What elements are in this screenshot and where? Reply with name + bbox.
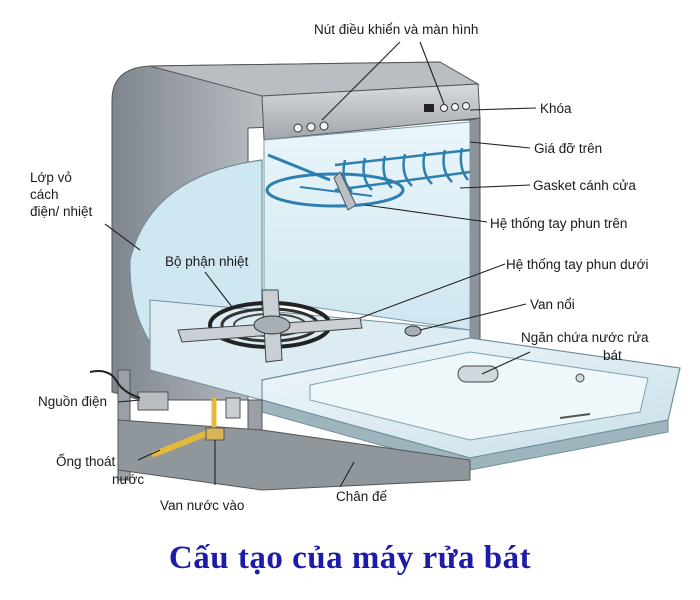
label-base: Chân đế: [336, 489, 388, 504]
leader-lines: [104, 41, 537, 488]
door: [261, 337, 681, 471]
label-water-inlet: Van nước vào: [160, 498, 244, 513]
labels: Nút điều khiển và màn hình Khóa Giá đỡ t…: [30, 22, 649, 513]
label-lower-spray-arm: Hệ thống tay phun dưới: [506, 257, 648, 272]
label-door-gasket: Gasket cánh cửa: [533, 178, 636, 193]
label-detergent-line2: bát: [603, 348, 622, 363]
lower-spray-arm: [177, 289, 363, 363]
label-lock: Khóa: [540, 101, 572, 116]
label-insulation-line2: cách: [30, 187, 59, 202]
upper-spray-arm: [333, 171, 357, 211]
label-upper-rack: Giá đỡ trên: [534, 141, 602, 156]
label-drain-pipe-line2: nước: [112, 472, 144, 487]
label-power-source: Nguồn điện: [38, 394, 107, 409]
label-controls: Nút điều khiển và màn hình: [314, 22, 478, 37]
label-drain-pipe-line1: Ống thoát: [56, 454, 116, 469]
label-insulation-line1: Lớp vỏ: [30, 170, 72, 185]
panel-button: [306, 122, 316, 132]
diagram-title: Cấu tạo của máy rửa bát: [168, 540, 532, 576]
label-detergent-line1: Ngăn chứa nước rửa: [521, 330, 649, 345]
label-float-valve: Van nổi: [530, 297, 575, 312]
detergent-compartment: [457, 365, 499, 383]
display-screen: [424, 104, 434, 112]
upper-rack: [265, 147, 471, 211]
label-heating-element: Bộ phận nhiệt: [165, 254, 249, 269]
label-insulation-line3: điện/ nhiệt: [30, 204, 93, 219]
float-valve: [404, 325, 422, 337]
power-box: [137, 391, 169, 411]
power-cord: [89, 370, 141, 399]
label-upper-spray-arm: Hệ thống tay phun trên: [490, 216, 627, 231]
panel-button: [319, 121, 329, 131]
panel-button: [293, 123, 303, 133]
cabinet: [111, 61, 481, 401]
